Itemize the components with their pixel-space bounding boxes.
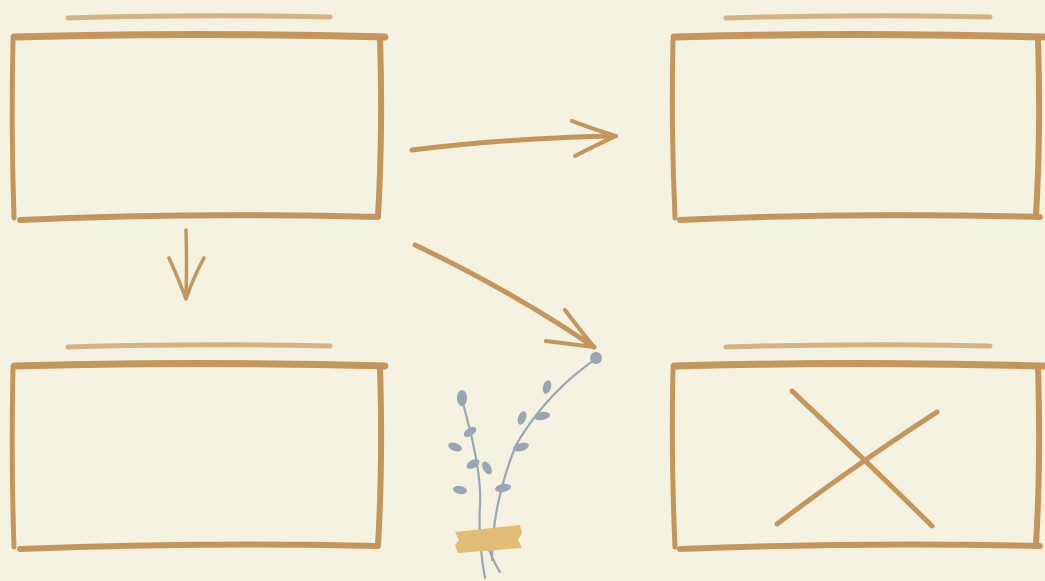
panel-bottom-right-bottom-edge bbox=[677, 541, 1043, 552]
x-mark-stroke-1 bbox=[789, 388, 935, 529]
arrow-down-head bbox=[167, 256, 206, 301]
arrow-right-shaft bbox=[409, 133, 617, 153]
x-mark-icon bbox=[774, 388, 940, 529]
panel-top-right-bottom-edge bbox=[677, 212, 1043, 223]
panel-top-right bbox=[669, 13, 1045, 223]
panel-top-left-header-line bbox=[65, 13, 333, 21]
panel-bottom-left-right-edge bbox=[375, 364, 385, 548]
panel-bottom-right bbox=[669, 342, 1045, 552]
leaf-sprig-icon bbox=[448, 352, 602, 580]
panel-bottom-left-header-line bbox=[65, 342, 333, 350]
panel-top-left-right-edge bbox=[375, 35, 385, 219]
panel-bottom-left-bottom-edge bbox=[17, 541, 381, 552]
sprig-leaf bbox=[463, 426, 477, 438]
panel-top-left-bottom-edge bbox=[17, 212, 381, 223]
panel-bottom-right-top-edge bbox=[670, 360, 1045, 370]
panel-top-right-top-edge bbox=[670, 31, 1045, 41]
arrow-diagonal-head bbox=[544, 308, 596, 349]
washi-tape bbox=[455, 525, 522, 553]
sprig-leaf bbox=[517, 411, 527, 425]
panel-bottom-right-right-edge bbox=[1033, 364, 1043, 548]
arrow-right-head bbox=[570, 119, 618, 158]
panel-top-right-left-edge bbox=[669, 37, 678, 221]
sprig-leaf bbox=[466, 459, 480, 469]
arrow-diagonal-shaft bbox=[412, 242, 597, 350]
sprig-leaf bbox=[534, 411, 550, 421]
panel-bottom-left bbox=[9, 342, 389, 552]
x-mark-stroke-2 bbox=[774, 409, 940, 527]
panel-top-left-left-edge bbox=[9, 37, 17, 221]
arrow-down bbox=[167, 228, 206, 301]
sprig-leaf bbox=[495, 483, 511, 493]
tape-strip bbox=[455, 525, 522, 553]
sprig-leaf bbox=[513, 442, 529, 452]
arrow-diagonal bbox=[412, 242, 597, 350]
panel-top-right-right-edge bbox=[1033, 35, 1043, 219]
sprig-leaf bbox=[542, 380, 552, 394]
panel-top-left-top-edge bbox=[10, 31, 389, 41]
panel-bottom-left-top-edge bbox=[10, 360, 389, 370]
panel-bottom-left-left-edge bbox=[9, 366, 17, 550]
sprig-leaf bbox=[453, 485, 467, 495]
arrow-right bbox=[409, 119, 618, 158]
panel-bottom-right-left-edge bbox=[669, 366, 678, 550]
sprig-leaf bbox=[448, 442, 462, 452]
sprig-leaf bbox=[457, 390, 467, 406]
panel-bottom-right-header-line bbox=[723, 342, 993, 350]
panel-top-left bbox=[9, 13, 389, 223]
arrow-down-shaft bbox=[184, 228, 189, 300]
panel-top-right-header-line bbox=[723, 13, 993, 21]
sprig-leaf bbox=[590, 352, 602, 364]
sprig-leaf bbox=[482, 461, 492, 475]
